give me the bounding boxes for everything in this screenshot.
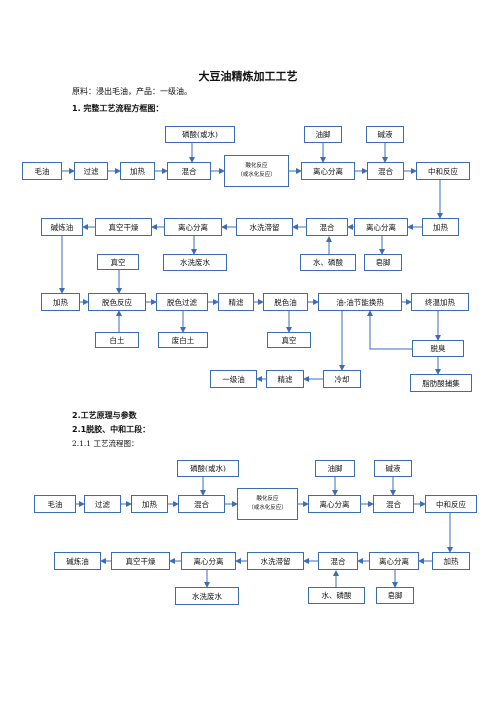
f2-mix1-box: 混合 [178, 495, 225, 513]
spent-clay-box: 废白土 [158, 332, 208, 348]
vacuum-dry-box: 真空干燥 [95, 218, 152, 236]
f2-filter-box: 过滤 [84, 495, 121, 513]
f2-soapstock-oil-box: 油脚 [315, 460, 355, 477]
f2-phosphoric-box: 磷酸(或水) [177, 460, 239, 477]
heat2-box: 加热 [422, 218, 459, 236]
bleach-filter-box: 脱色过滤 [156, 293, 208, 311]
heat-exchange-box: 油-油节能换热 [318, 293, 402, 311]
mix3-box: 混合 [306, 218, 348, 236]
vacuum1-box: 真空 [97, 254, 139, 270]
acidify-line-1: 酸化反应 [245, 163, 268, 169]
soapstock-oil-box: 油脚 [304, 126, 342, 143]
neutralize-box: 中和反应 [416, 162, 470, 180]
f2-acidify-line-2: （或水化反应） [248, 505, 287, 511]
f2-water-wash-box: 水洗滞留 [247, 552, 304, 570]
f2-centrifuge1-box: 离心分离 [308, 495, 361, 513]
filter-box: 过滤 [74, 162, 108, 180]
centrifuge1-box: 离心分离 [301, 162, 355, 180]
f2-mix3-box: 混合 [318, 552, 358, 570]
page-title: 大豆油精炼加工工艺 [198, 70, 298, 83]
f2-wash-water-box: 水洗废水 [175, 587, 239, 605]
f2-acidify-reaction-box: 酸化反应 （或水化反应） [237, 488, 298, 520]
heat3-box: 加热 [41, 293, 80, 311]
f2-centrifuge2-box: 离心分离 [181, 552, 236, 570]
f2-mix2-box: 混合 [373, 495, 414, 513]
mix1-box: 混合 [167, 162, 211, 180]
fine-filter2-box: 精滤 [266, 370, 304, 388]
f2-crude-oil-box: 毛油 [34, 495, 76, 513]
f2-acidify-line-1: 酸化反应 [256, 496, 279, 502]
materials-line: 原料：浸出毛油，产品：一级油。 [72, 87, 192, 96]
vacuum2-box: 真空 [267, 332, 311, 348]
f2-alkali-oil-box: 碱炼油 [54, 552, 101, 570]
f2-centrifuge3-box: 离心分离 [369, 552, 419, 570]
wash-water-box: 水洗废水 [163, 254, 227, 271]
bleach-reaction-box: 脱色反应 [88, 293, 146, 311]
f2-water-phosphoric-box: 水、磷酸 [308, 587, 365, 604]
clay-box: 白土 [95, 332, 139, 348]
water-wash-box: 水洗滞留 [236, 218, 293, 236]
bleached-oil-box: 脱色油 [263, 293, 308, 311]
acidify-line-2: （或水化反应） [237, 172, 276, 178]
lye-box: 碱液 [366, 126, 404, 143]
fatty-acid-box: 脂肪酸捕集 [410, 374, 472, 392]
soap-box: 皂脚 [364, 254, 402, 271]
centrifuge3-box: 离心分离 [354, 218, 408, 236]
deodorize-box: 脱臭 [412, 340, 464, 357]
f2-neutralize-box: 中和反应 [425, 495, 477, 513]
centrifuge2-box: 离心分离 [164, 218, 222, 236]
acidify-reaction-box: 酸化反应 （或水化反应） [224, 155, 289, 187]
crude-oil-box: 毛油 [22, 162, 62, 180]
mix2-box: 混合 [367, 162, 404, 180]
heat1-box: 加热 [120, 162, 155, 180]
alkali-oil-box: 碱炼油 [41, 218, 83, 236]
f2-heat1-box: 加热 [131, 495, 168, 513]
f2-vacuum-dry-box: 真空干燥 [111, 552, 170, 570]
final-heat-box: 终温加热 [411, 293, 469, 311]
section-1-heading: 1. 完整工艺流程方框图： [72, 104, 164, 113]
grade1-oil-box: 一级油 [210, 370, 257, 388]
water-phosphoric-box: 水、磷酸 [300, 254, 356, 271]
section-2-heading: 2.工艺原理与参数 [72, 411, 137, 420]
section-2-1-heading: 2.1脱胶、中和工段： [72, 425, 151, 434]
cooling-box: 冷却 [323, 370, 361, 388]
f2-lye-box: 碱液 [374, 460, 412, 477]
f2-heat2-box: 加热 [432, 552, 470, 570]
section-2-1-1-heading: 2.1.1 工艺流程图： [72, 439, 139, 448]
phosphoric-box: 磷酸(或水) [165, 126, 235, 143]
fine-filter-box: 精滤 [218, 293, 254, 311]
f2-soap-box: 皂脚 [376, 587, 414, 604]
